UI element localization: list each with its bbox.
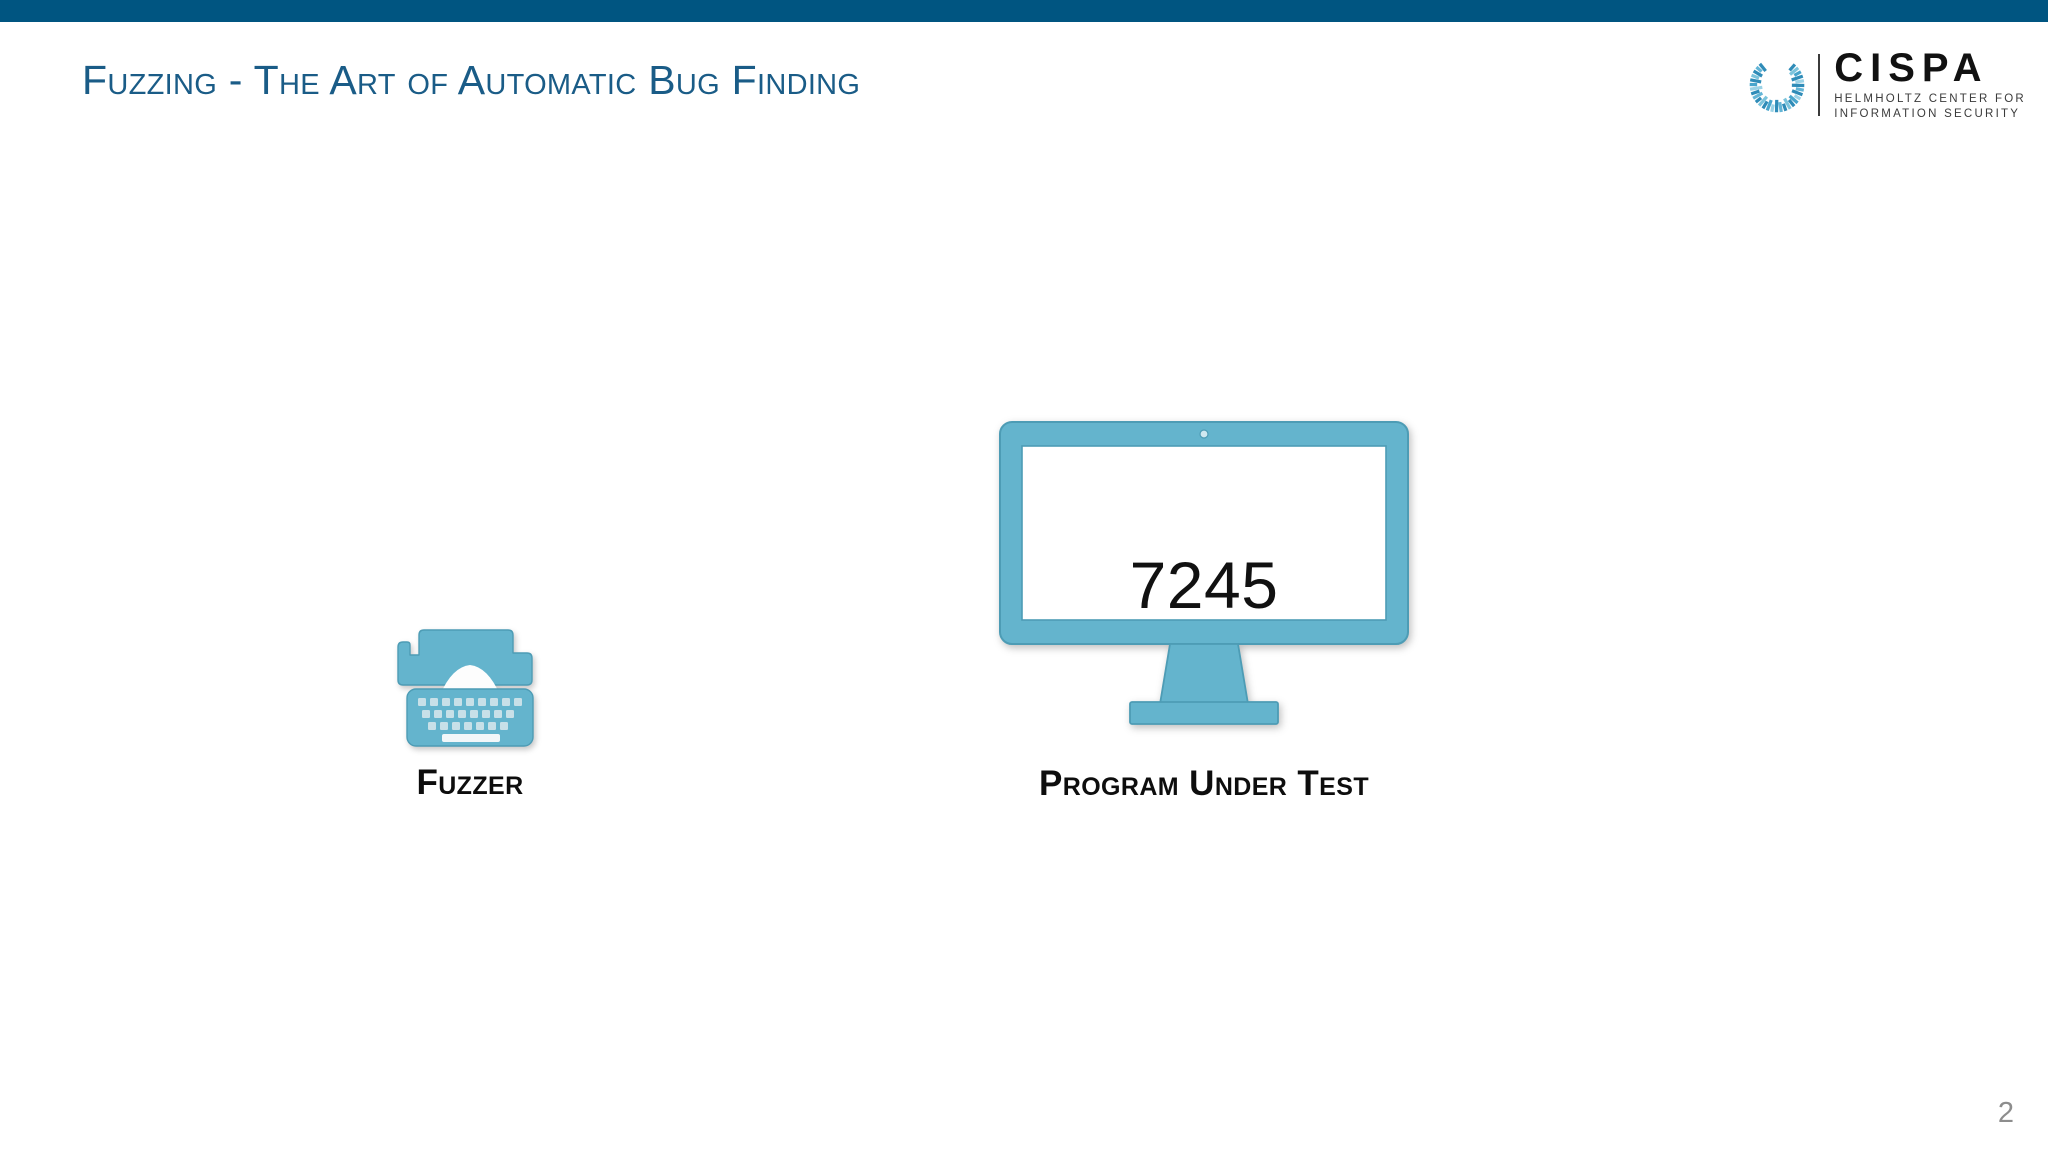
program-under-test-group: 7245 Program Under Test — [998, 420, 1410, 804]
typewriter-icon — [397, 629, 534, 747]
fuzzer-group: Fuzzer — [390, 610, 550, 803]
logo-subtitle: HELMHOLTZ CENTER FOR INFORMATION SECURIT… — [1834, 92, 2026, 121]
logo-subtitle-line-2: INFORMATION SECURITY — [1834, 107, 2021, 120]
logo-divider — [1818, 54, 1821, 116]
page-number: 2 — [1997, 1097, 2014, 1129]
cispa-logo-mark-icon — [1749, 62, 1805, 113]
page-title: Fuzzing - The Art of Automatic Bug Findi… — [82, 57, 861, 103]
logo-wordmark: CISPA — [1834, 45, 1989, 90]
top-accent-bar — [0, 0, 2048, 22]
fuzzer-caption: Fuzzer — [416, 763, 524, 802]
logo-subtitle-line-1: HELMHOLTZ CENTER FOR — [1834, 92, 2026, 105]
monitor-icon — [999, 421, 1409, 725]
program-under-test-caption: Program Under Test — [1039, 764, 1369, 803]
cispa-logo: CISPA HELMHOLTZ CENTER FOR INFORMATION S… — [1746, 47, 2026, 123]
logo-text: CISPA HELMHOLTZ CENTER FOR INFORMATION S… — [1834, 45, 2026, 122]
